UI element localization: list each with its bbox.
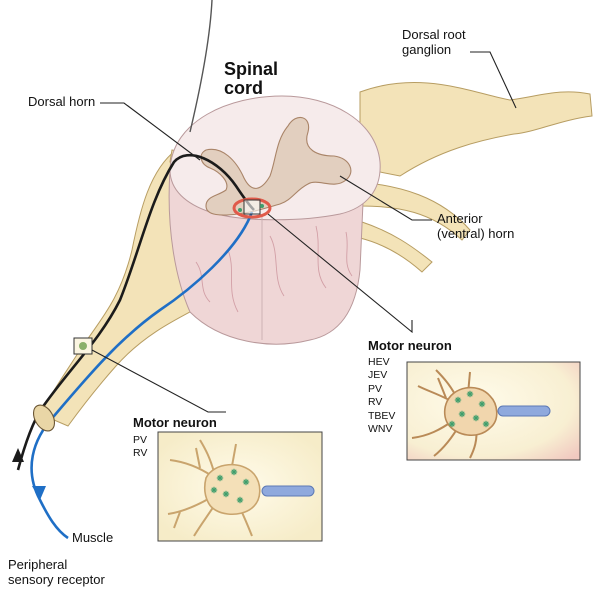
- virus-particle-icon: [472, 414, 480, 422]
- dorsal-root-ganglion-label: Dorsal root ganglion: [402, 27, 466, 58]
- receptor-line-1: Peripheral: [8, 557, 68, 572]
- upper-axon: [497, 405, 551, 417]
- upper-highlight: [232, 197, 272, 219]
- virus-particle-icon: [458, 410, 466, 418]
- virus-particle-icon: [222, 490, 230, 498]
- upper-inset: [406, 361, 581, 461]
- probe-line: [189, 0, 213, 133]
- virus-particle-icon: [466, 390, 474, 398]
- ganglion-leader: [470, 51, 517, 109]
- virus-particle-icon: [210, 486, 218, 494]
- dorsal-horn-leader: [100, 102, 201, 161]
- lower-inset-leader: [91, 349, 226, 413]
- receptor-line-2: sensory receptor: [8, 571, 105, 587]
- virus-particle-icon: [230, 468, 238, 476]
- upper-inset-heading: Motor neuron: [368, 338, 452, 353]
- anterior-horn-leader: [339, 175, 432, 221]
- virus-name: TBEV: [368, 409, 396, 422]
- dorsal-horn-label: Dorsal horn: [28, 94, 96, 109]
- virus-particle-icon: [216, 474, 224, 482]
- right-lower-root: [359, 221, 433, 273]
- dorsal-root-ganglion: [359, 81, 593, 177]
- ganglion-line-1: Dorsal root: [402, 27, 466, 42]
- arrow-up-icon: [12, 448, 24, 462]
- virus-particle-icon: [448, 420, 456, 428]
- virus-name: JEV: [368, 369, 388, 382]
- anterior-line-1: Anterior: [437, 211, 483, 226]
- ganglion-line-2: ganglion: [402, 41, 452, 57]
- lower-inset-heading: Motor neuron: [133, 415, 217, 430]
- virus-name: WNV: [368, 423, 393, 436]
- virus-name: HEV: [368, 356, 390, 368]
- right-ventral-roots: [359, 181, 471, 241]
- motor-pathway: [30, 211, 254, 540]
- lower-inset: [157, 431, 323, 542]
- lower-highlight: [73, 337, 93, 355]
- arrow-down-icon: [32, 486, 46, 500]
- virus-particle-icon: [242, 478, 250, 486]
- virus-name: PV: [133, 434, 148, 446]
- title-line-1: Spinal: [224, 59, 279, 79]
- blood-vessels: [195, 225, 353, 313]
- virus-particle-icon: [478, 400, 486, 408]
- spinal-cord-title: Spinal cord: [224, 60, 278, 98]
- muscle-label: Muscle: [72, 530, 114, 545]
- title-line-2: cord: [224, 77, 264, 98]
- nerve-cross-section: [32, 404, 56, 432]
- anterior-line-2: (ventral) horn: [437, 225, 515, 241]
- lower-axon: [261, 485, 315, 497]
- virus-particle-icon: [454, 396, 462, 404]
- spinal-cord: [168, 95, 381, 345]
- virus-particle-icon: [236, 496, 244, 504]
- upper-inset-leader: [267, 213, 413, 334]
- virus-name: PV: [368, 382, 383, 395]
- leader-lines: [91, 51, 517, 413]
- peripheral-receptor-label: Peripheral sensory receptor: [8, 557, 105, 588]
- anterior-horn-label: Anterior (ventral) horn: [437, 211, 515, 242]
- virus-name: RV: [133, 447, 148, 460]
- virus-particle-icon: [482, 420, 490, 428]
- virus-particles: [210, 390, 490, 504]
- virus-name: RV: [368, 396, 383, 409]
